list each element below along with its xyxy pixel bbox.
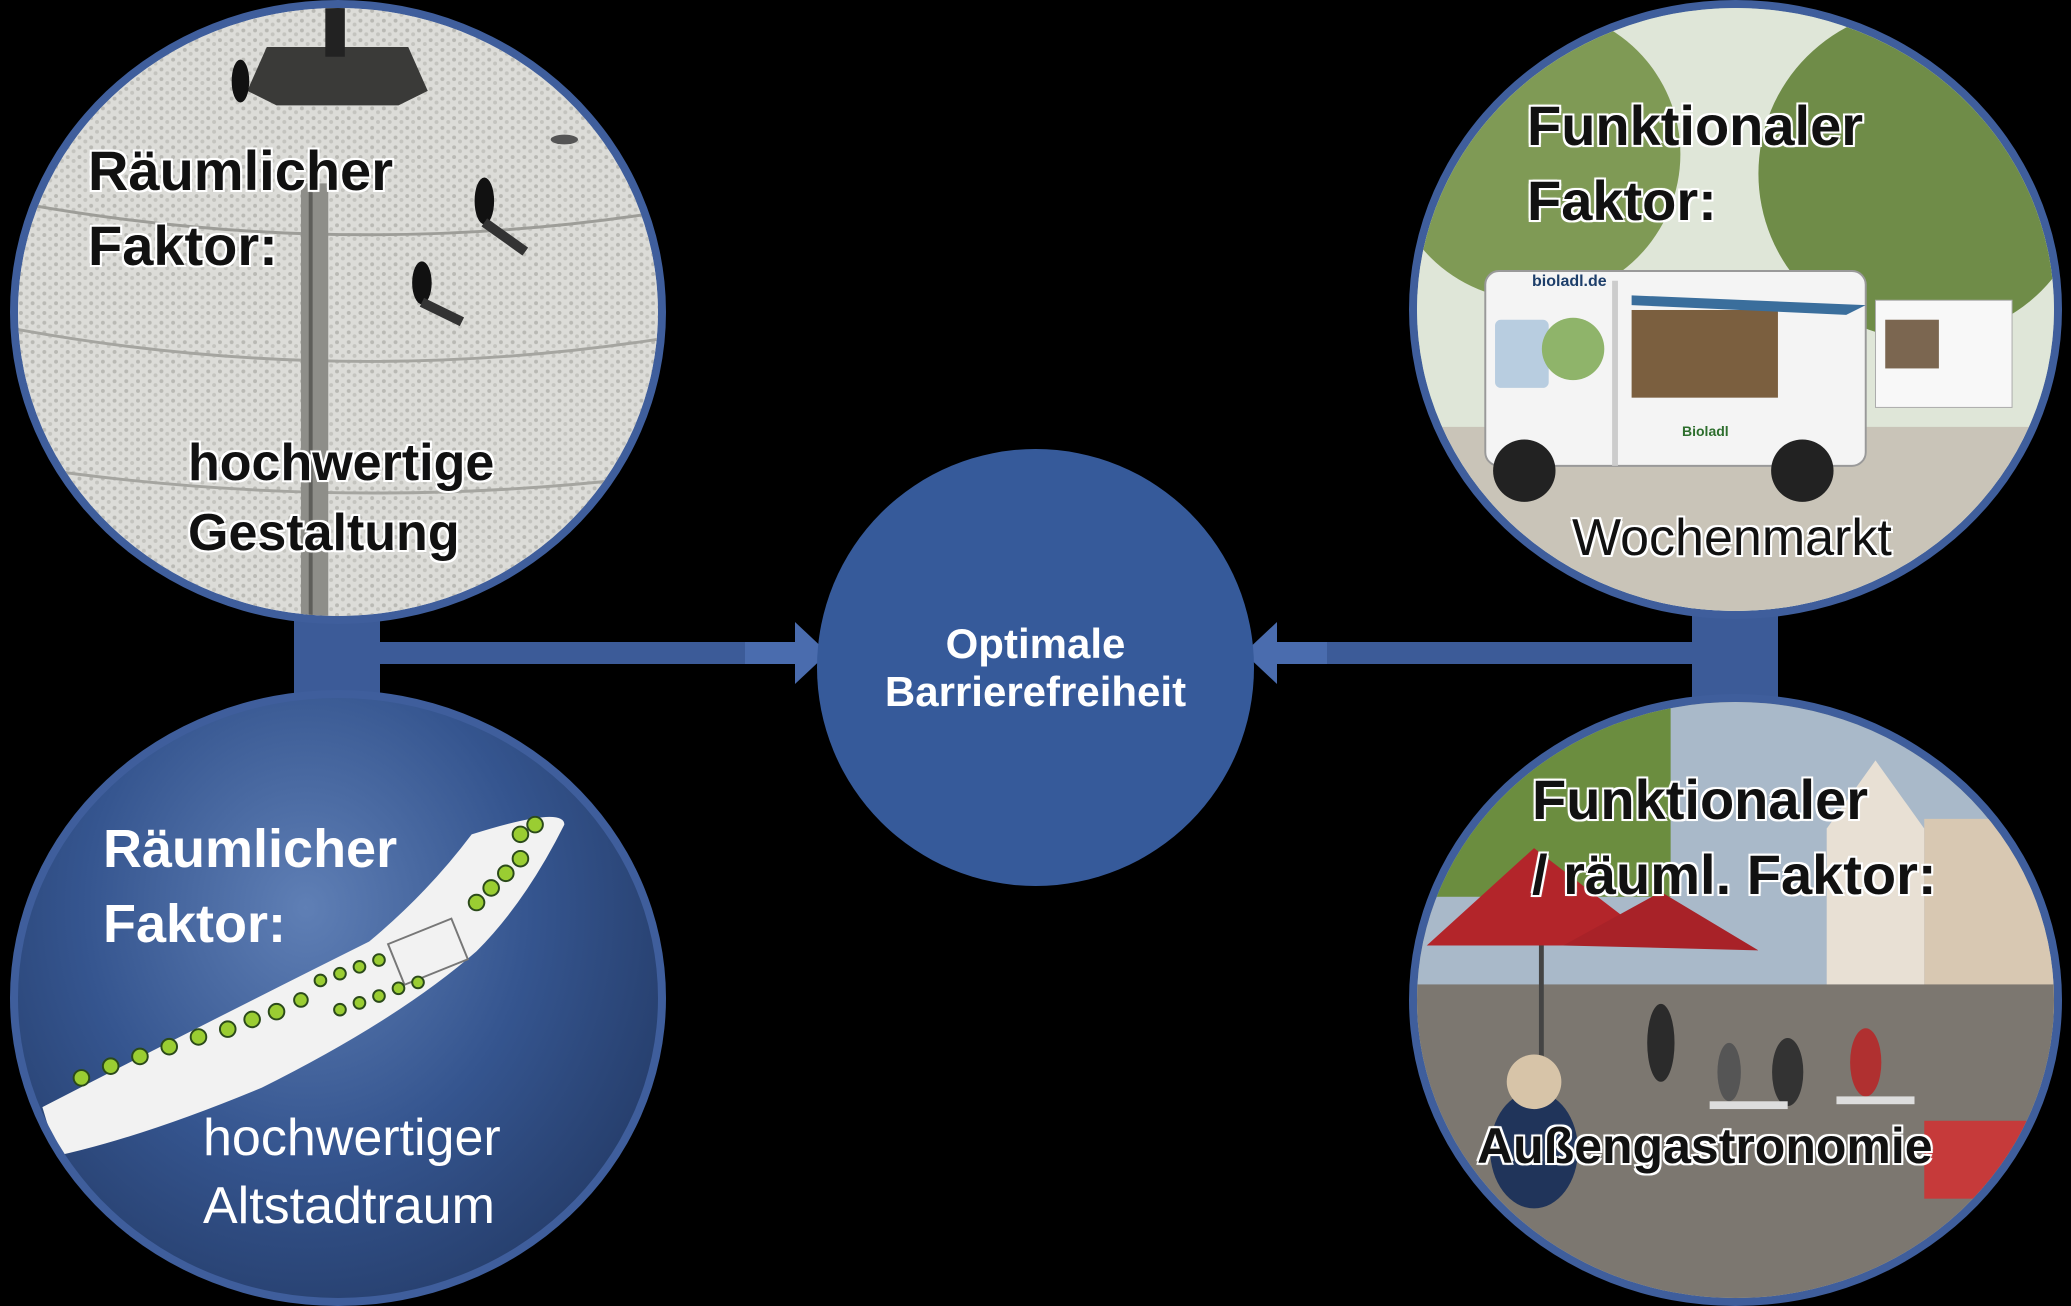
red-umbrella-1 (1426, 848, 1661, 946)
tree-row (72, 815, 544, 1087)
right-arrow-head (1244, 622, 1277, 684)
top-right-caption: Wochenmarkt (1572, 509, 1892, 567)
left-horizontal-connector (380, 642, 790, 664)
red-umbrella-2 (1563, 891, 1759, 951)
functional-spatial-factor-dining-circle: Funktionaler / räuml. Faktor: Außengastr… (1409, 694, 2062, 1306)
center-label-line1: Optimale (945, 619, 1126, 667)
paved-square-photo (18, 8, 658, 616)
pedestrian-1 (231, 59, 250, 103)
center-label-line2: Barrierefreiheit (884, 667, 1187, 715)
bottom-right-title-line2: / räuml. Faktor: (1532, 843, 1937, 906)
right-vertical-connector (1692, 615, 1778, 705)
pedestrian-2 (474, 177, 495, 225)
top-left-caption-line1: hochwertige (188, 434, 495, 492)
right-arrow-shaft-light (1277, 642, 1327, 664)
outdoor-dining-photo (1417, 702, 2054, 1298)
bottom-left-title-line2: Faktor: (103, 894, 287, 954)
bottom-left-caption-line2: Altstadtraum (203, 1177, 495, 1235)
oldtown-plan-graphic (42, 815, 565, 1156)
spatial-factor-design-circle: Räumlicher Faktor: hochwertige Gestaltun… (10, 0, 666, 624)
top-left-caption-line2: Gestaltung (188, 504, 460, 562)
spatial-factor-oldtown-circle: Räumlicher Faktor: hochwertiger Altstadt… (10, 690, 666, 1306)
old-building-gable (1826, 760, 1925, 1014)
van-side-text: Bioladl (1682, 423, 1729, 439)
tree-canopy-left (1417, 8, 1681, 301)
bottom-right-caption: Außengastronomie (1477, 1118, 1933, 1174)
bottom-left-caption-line1: hochwertiger (203, 1109, 501, 1167)
bottom-left-title-line1: Räumlicher (103, 819, 398, 879)
top-right-title-line2: Faktor: (1527, 169, 1717, 232)
left-arrow-shaft-light (745, 642, 795, 664)
top-left-title-line2: Faktor: (88, 214, 278, 277)
center-goal-circle: Optimale Barrierefreiheit (817, 449, 1254, 886)
market-van-photo (1417, 8, 2054, 611)
functional-factor-market-circle: Funktionaler Faktor: bioladl.de Bioladl … (1409, 0, 2062, 619)
top-right-title-line1: Funktionaler (1527, 94, 1864, 157)
right-horizontal-connector (1285, 642, 1692, 664)
left-arrow-head (795, 622, 828, 684)
van-brand-text: bioladl.de (1532, 273, 1607, 290)
tree-canopy-right (1758, 8, 2054, 340)
pedestrian-3 (412, 261, 432, 305)
top-left-title-line1: Räumlicher (88, 139, 393, 202)
bottom-right-title-line1: Funktionaler (1532, 768, 1869, 831)
